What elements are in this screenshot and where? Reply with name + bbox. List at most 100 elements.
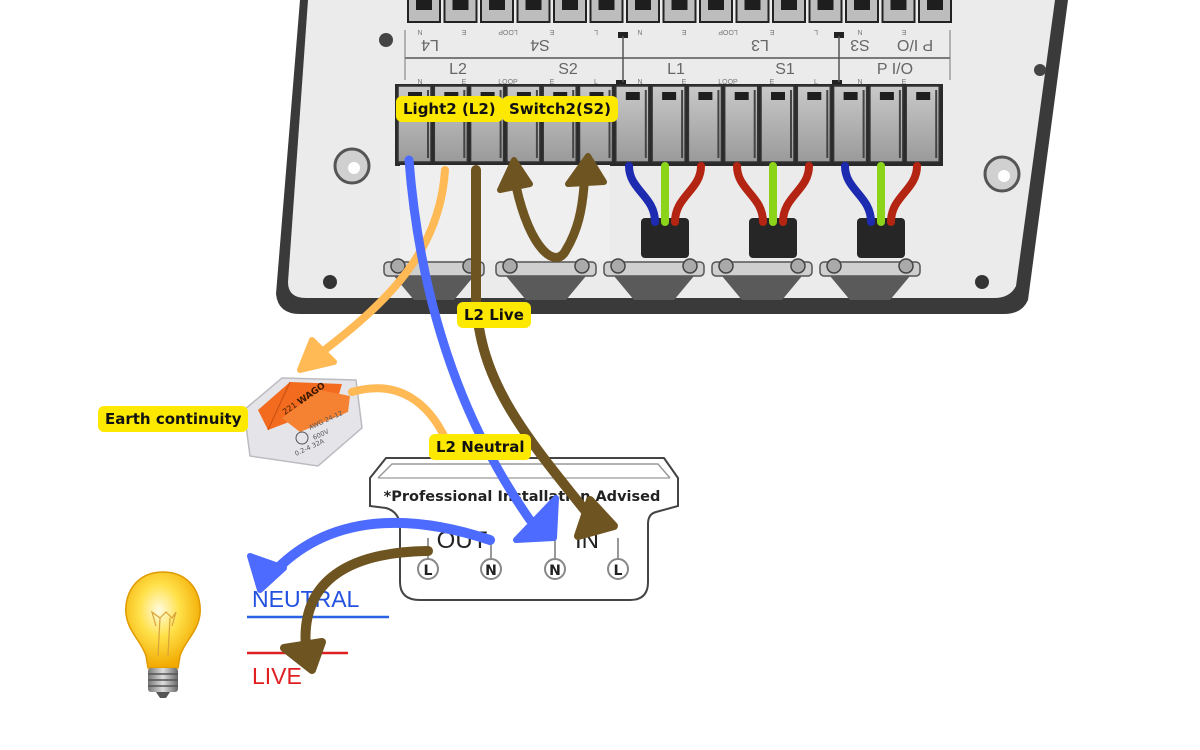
screw-hole-icon <box>975 275 989 289</box>
bottom-section-label: S1 <box>775 61 795 78</box>
switch-loop-wire <box>511 181 589 262</box>
bottom-row-label: E <box>462 79 467 86</box>
wago-connector: WAGO 221 AWG 24-12 600V 0.2-4 32A <box>243 377 363 467</box>
cable-core-brown <box>887 162 921 226</box>
clamp-base <box>614 276 694 300</box>
module-terminal-l <box>417 558 439 580</box>
bottom-section-label: P I/O <box>877 61 913 78</box>
live-wire-out-arrowhead <box>280 638 326 674</box>
neutral-wire-out-arrowhead <box>247 553 287 593</box>
terminal-screw-slot <box>734 92 749 100</box>
cable-core-brown <box>779 162 813 226</box>
cable-core-blue <box>625 162 659 226</box>
top-section-label: P I/O <box>897 36 933 53</box>
cable-core-blue <box>841 162 875 226</box>
clamp-base <box>506 276 586 300</box>
module-terminal-n <box>544 558 566 580</box>
top-section-label: L4 <box>421 36 439 53</box>
earth-wire-to-wago-arrowhead <box>297 337 337 373</box>
live-label: LIVE <box>252 663 302 689</box>
top-row-label: LOOP <box>718 28 738 35</box>
l2-neutral-label: L2 Neutral <box>429 434 532 460</box>
terminal-screw-slot <box>781 0 797 10</box>
live-wire-l2-arrowhead <box>574 496 618 540</box>
top-row-label: E <box>681 28 686 35</box>
earth-wire-to-wago <box>318 166 449 356</box>
cable-core-brown <box>733 162 767 226</box>
bottom-row-label: E <box>770 79 775 86</box>
bottom-section-label: S2 <box>558 61 578 78</box>
module-terminal-n <box>480 558 502 580</box>
bottom-row-label: L <box>814 79 818 86</box>
terminal-screw-slot <box>635 0 651 10</box>
clamp-screw-icon <box>574 258 590 274</box>
terminal-screw-slot <box>854 0 870 10</box>
cable-core-brown <box>671 162 705 226</box>
clamp-screw-icon <box>790 258 806 274</box>
module-terminal-label: N <box>549 563 561 579</box>
l2-live-label: L2 Live <box>457 302 531 328</box>
terminal-screw-slot <box>698 92 713 100</box>
earth-continuity-label: Earth continuity <box>98 406 249 432</box>
terminal-screw-slot <box>416 0 432 10</box>
terminal-screw-slot <box>879 92 894 100</box>
terminal-screw-slot <box>843 92 858 100</box>
existing-cables <box>625 162 921 258</box>
cable-sheath <box>857 218 905 258</box>
clamp-screw-icon <box>682 258 698 274</box>
terminal-screw-slot <box>771 92 785 100</box>
module-terminal-l <box>607 558 629 580</box>
terminal-screw-slot <box>662 92 677 100</box>
terminal-screw-slot <box>916 92 931 100</box>
mounting-hole-icon <box>333 147 371 185</box>
terminal-screw-slot <box>489 0 505 10</box>
cable-sheath <box>641 218 689 258</box>
terminal-screw-slot <box>744 0 761 10</box>
bottom-row-label: L <box>594 79 598 86</box>
terminal-screw-slot <box>817 0 834 10</box>
top-section-label: S4 <box>530 36 550 53</box>
bottom-section-label: L2 <box>449 61 467 78</box>
bottom-row-label: N <box>637 79 642 86</box>
bottom-row-label: E <box>550 79 555 86</box>
top-row-label: LOOP <box>498 28 518 35</box>
clamp-base <box>394 276 474 300</box>
live-wire-out <box>300 546 433 653</box>
screw-hole-icon <box>1034 64 1046 76</box>
switch2-label: Switch2(S2) <box>502 96 618 122</box>
terminal-screw-slot <box>807 92 822 100</box>
mounting-hole-icon <box>983 155 1021 193</box>
clamp-screw-icon <box>718 258 734 274</box>
bottom-row-label: N <box>417 79 422 86</box>
bottom-section-label: L1 <box>667 61 685 78</box>
neutral-wire-l2 <box>404 155 535 525</box>
module-terminal-label: N <box>485 563 497 579</box>
top-row-label: L <box>594 28 598 35</box>
top-row-label: E <box>461 28 466 35</box>
bottom-row-label: N <box>857 79 862 86</box>
clamp-screw-icon <box>390 258 406 274</box>
divider-marker <box>618 32 628 38</box>
terminal-screw-slot <box>525 0 542 10</box>
terminal-screw-slot <box>452 0 469 10</box>
terminal-screw-slot <box>598 0 615 10</box>
switch-loop-arrowhead-left <box>497 157 533 193</box>
added-wires <box>247 153 618 674</box>
top-row-label: N <box>637 28 642 35</box>
terminal-screw-slot <box>562 0 578 10</box>
ul-mark-icon <box>295 431 309 445</box>
terminal-screw-slot <box>708 0 724 10</box>
top-row-label: E <box>549 28 554 35</box>
light2-label: Light2 (L2) <box>396 96 503 122</box>
terminal-screw-slot <box>625 92 640 100</box>
clamp-screw-icon <box>610 258 626 274</box>
terminal-screw-slot <box>927 0 943 10</box>
top-section-label: S3 <box>850 36 870 53</box>
cable-sheath <box>749 218 797 258</box>
light-bulb-icon <box>125 571 201 698</box>
clamp-base <box>830 276 910 300</box>
bottom-row-label: LOOP <box>718 79 738 86</box>
